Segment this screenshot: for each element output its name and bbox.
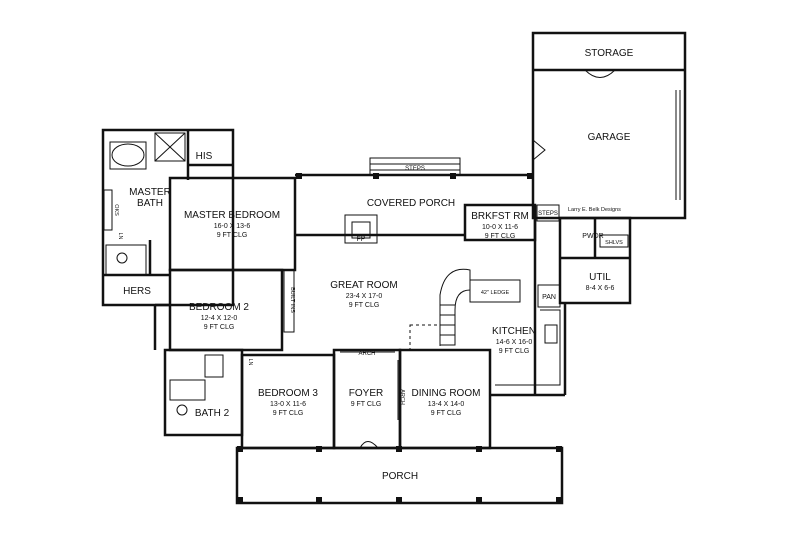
room-labels: STORAGE GARAGE HIS MASTER BATH STEPS COV… [113, 48, 634, 482]
dining-dims: 13-4 X 14-0 [428, 401, 465, 408]
bedroom2-label: BEDROOM 2 [189, 302, 249, 313]
dining-clg: 9 FT CLG [431, 410, 462, 417]
arch-side-label: ARCH [399, 389, 405, 405]
garage-structure [531, 31, 687, 220]
kitchen-clg: 9 FT CLG [499, 348, 530, 355]
oks-label: OKS [113, 204, 119, 216]
porch-label: PORCH [382, 471, 418, 482]
brkfst-label: BRKFST RM [471, 211, 529, 222]
built-ins-label: BUILT INS [289, 287, 295, 313]
bedroom3-clg: 9 FT CLG [273, 410, 304, 417]
pan-label: PAN [542, 294, 556, 301]
pwdr-label: PWDR [582, 233, 603, 240]
garage-label: GARAGE [588, 132, 631, 143]
shlvs-label: SHLVS [605, 240, 623, 246]
bath2-label: BATH 2 [195, 408, 230, 419]
master-bath-label-1: MASTER [129, 187, 171, 198]
great-room-clg: 9 FT CLG [349, 302, 380, 309]
great-room-dims: 23-4 X 17-0 [346, 293, 383, 300]
dining-label: DINING ROOM [412, 388, 481, 399]
ln1-label: LN [117, 232, 123, 239]
kitchen-dims: 14-6 X 16-0 [496, 339, 533, 346]
fp-label: FP [357, 236, 366, 243]
steps-side-label: STEPS [538, 211, 558, 217]
util-dims: 8-4 X 6-6 [586, 285, 615, 292]
brkfst-dims: 10-0 X 11-6 [482, 224, 518, 231]
ln2-label: LN [247, 358, 253, 365]
storage-label: STORAGE [585, 48, 634, 59]
bedroom3-dims: 13-0 X 11-6 [270, 401, 306, 408]
hers-label: HERS [123, 286, 151, 297]
main-house [153, 157, 632, 505]
steps-top-label: STEPS [405, 166, 425, 172]
great-room-label: GREAT ROOM [330, 280, 397, 291]
ledge-label: 42" LEDGE [481, 290, 510, 296]
foyer-clg: 9 FT CLG [351, 401, 382, 408]
bedroom3-label: BEDROOM 3 [258, 388, 318, 399]
bedroom2-clg: 9 FT CLG [204, 324, 235, 331]
arch-top-label: ARCH [358, 351, 375, 357]
master-bedroom-label: MASTER BEDROOM [184, 210, 280, 221]
bedroom2-dims: 12-4 X 12-0 [201, 315, 238, 322]
brkfst-clg: 9 FT CLG [485, 233, 516, 240]
master-bath-label-2: BATH [137, 198, 163, 209]
master-bedroom-clg: 9 FT CLG [217, 232, 248, 239]
credit-label: Larry E. Belk Designs [568, 207, 621, 213]
covered-porch-label: COVERED PORCH [367, 198, 455, 209]
kitchen-label: KITCHEN [492, 326, 536, 337]
his-label: HIS [196, 151, 213, 162]
foyer-label: FOYER [349, 388, 383, 399]
master-bedroom-dims: 16-0 X 13-6 [214, 223, 251, 230]
util-label: UTIL [589, 272, 611, 283]
